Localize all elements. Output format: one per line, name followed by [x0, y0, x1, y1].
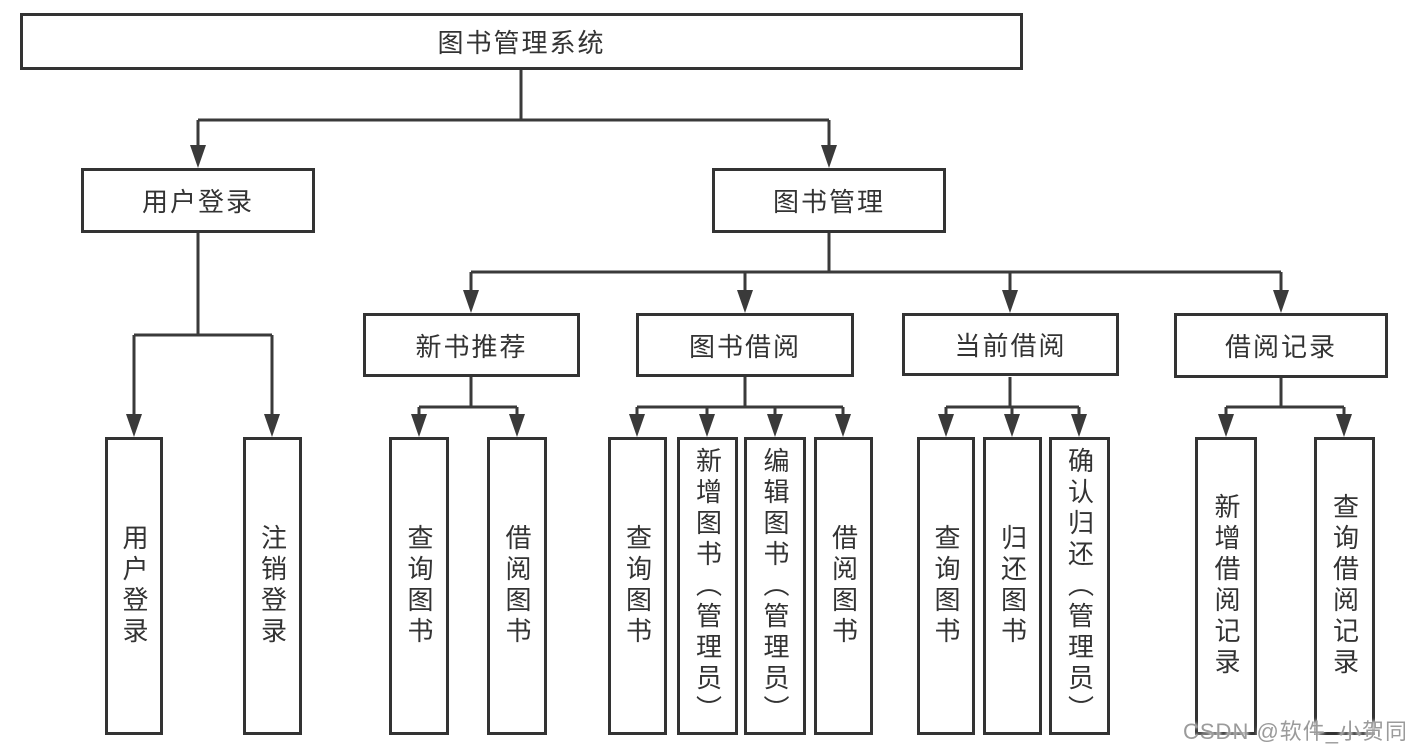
connector-currentborrow-to-leaves	[944, 377, 1081, 416]
leaf-logout-label: 注销登录	[257, 524, 288, 648]
leaf-borrow-book-1-label: 借阅图书	[502, 524, 532, 648]
connector-root-to-level2	[196, 70, 831, 147]
leaf-query-book-1-label: 查询图书	[404, 524, 434, 648]
node-new-book-recommend: 新书推荐	[363, 313, 580, 377]
leaf-add-book-admin: 新增图书（管理员）	[677, 437, 738, 735]
node-root-label: 图书管理系统	[437, 28, 606, 58]
leaf-user-login-label: 用户登录	[119, 524, 149, 648]
node-book-management-label: 图书管理	[772, 187, 885, 217]
connector-borrowrecords-to-leaves	[1224, 377, 1346, 416]
node-borrow-records: 借阅记录	[1174, 313, 1388, 378]
leaf-query-book-3-label: 查询图书	[931, 524, 961, 648]
leaf-borrow-book-1: 借阅图书	[487, 437, 547, 735]
leaf-add-book-admin-label: 新增图书（管理员）	[692, 446, 723, 726]
leaf-return-book: 归还图书	[983, 437, 1042, 735]
leaf-query-borrow-record-label: 查询借阅记录	[1329, 493, 1360, 679]
leaf-add-borrow-record: 新增借阅记录	[1195, 437, 1257, 735]
connector-newbookrec-to-leaves	[417, 377, 519, 416]
node-borrow-records-label: 借阅记录	[1224, 332, 1337, 362]
node-current-borrow-label: 当前借阅	[954, 331, 1067, 361]
leaf-user-login: 用户登录	[105, 437, 163, 735]
node-book-borrow: 图书借阅	[636, 313, 854, 377]
leaf-edit-book-admin: 编辑图书（管理员）	[744, 437, 806, 735]
connector-bookborrow-to-leaves	[635, 377, 845, 416]
leaf-return-book-label: 归还图书	[997, 524, 1028, 648]
leaf-confirm-return-admin: 确认归还（管理员）	[1049, 437, 1110, 735]
node-book-management: 图书管理	[712, 168, 946, 233]
leaf-query-book-2-label: 查询图书	[622, 524, 653, 648]
leaf-borrow-book-2: 借阅图书	[814, 437, 873, 735]
connector-bookmgmt-to-level3	[469, 233, 1283, 292]
connector-userlogin-to-leaves	[132, 233, 274, 416]
leaf-query-book-1: 查询图书	[389, 437, 449, 735]
leaf-query-book-2: 查询图书	[608, 437, 667, 735]
leaf-borrow-book-2-label: 借阅图书	[828, 524, 859, 648]
leaf-add-borrow-record-label: 新增借阅记录	[1211, 493, 1241, 679]
leaf-confirm-return-admin-label: 确认归还（管理员）	[1064, 446, 1095, 726]
leaf-query-borrow-record: 查询借阅记录	[1314, 437, 1375, 735]
node-user-login: 用户登录	[81, 168, 315, 233]
node-new-book-recommend-label: 新书推荐	[415, 331, 528, 362]
node-root-system: 图书管理系统	[20, 13, 1023, 70]
csdn-watermark: CSDN @软件_小贺同学	[1183, 719, 1405, 744]
node-book-borrow-label: 图书借阅	[688, 331, 801, 362]
leaf-edit-book-admin-label: 编辑图书（管理员）	[760, 446, 790, 726]
node-user-login-label: 用户登录	[141, 187, 254, 217]
leaf-logout: 注销登录	[243, 437, 302, 735]
arrowheads	[126, 145, 1352, 437]
leaf-query-book-3: 查询图书	[917, 437, 975, 735]
node-current-borrow: 当前借阅	[902, 313, 1119, 376]
